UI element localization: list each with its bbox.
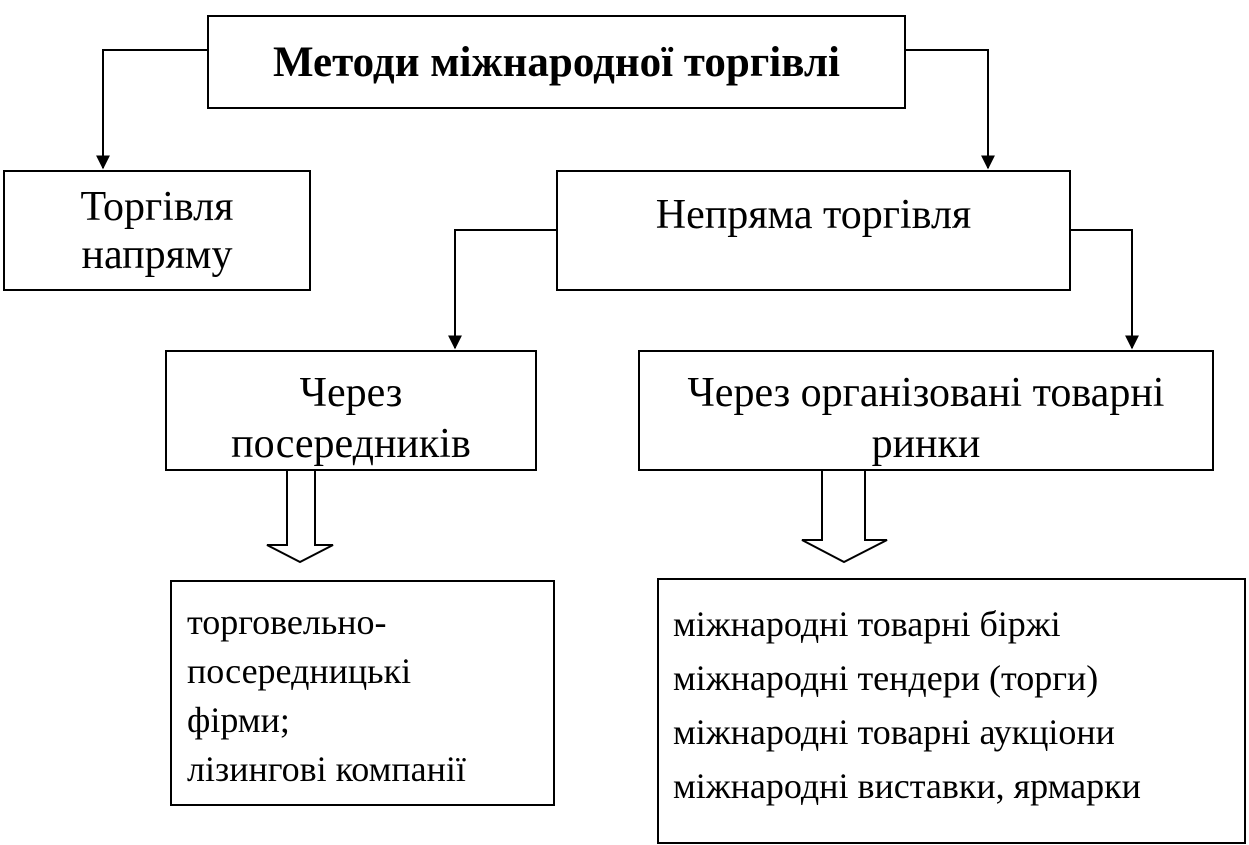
intermediaries-line-2: посередників [231, 421, 471, 467]
title-box: Методи міжнародної торгівлі [207, 15, 906, 109]
list-item: посередницькі [187, 651, 412, 691]
direct-trade-box: Торгівля напряму [3, 170, 311, 291]
markets-list-box: міжнародні товарні біржі міжнародні тенд… [657, 578, 1246, 844]
organized-markets-box: Через організовані товарні ринки [638, 350, 1214, 471]
organized-markets-line-1: Через організовані товарні [687, 370, 1165, 416]
list-item: лізингові компанії [187, 749, 466, 789]
hollow-arrow-intermediaries [266, 471, 334, 564]
list-item: міжнародні виставки, ярмарки [673, 766, 1141, 806]
organized-markets-line-2: ринки [871, 421, 981, 467]
list-item: міжнародні товарні біржі [673, 604, 1061, 644]
list-item: міжнародні тендери (торги) [673, 658, 1099, 698]
connector-indirect-to-markets [1071, 229, 1139, 350]
intermediaries-line-1: Через [299, 370, 403, 416]
indirect-trade-label: Непряма торгівля [655, 192, 972, 238]
hollow-arrow-markets [801, 471, 888, 564]
intermediaries-list-box: торговельно- посередницькі фірми; лізинг… [170, 580, 555, 806]
list-item: фірми; [187, 700, 290, 740]
direct-trade-line-1: Торгівля [80, 183, 234, 230]
list-item: міжнародні товарні аукціони [673, 712, 1115, 752]
diagram-title: Методи міжнародної торгівлі [273, 38, 840, 86]
connector-title-to-direct [96, 49, 207, 170]
connector-title-to-indirect [906, 49, 995, 170]
connector-indirect-to-intermediaries [448, 229, 556, 350]
direct-trade-line-2: напряму [81, 231, 233, 278]
intermediaries-box: Через посередників [165, 350, 537, 471]
indirect-trade-box: Непряма торгівля [556, 170, 1071, 291]
list-item: торговельно- [187, 602, 387, 642]
